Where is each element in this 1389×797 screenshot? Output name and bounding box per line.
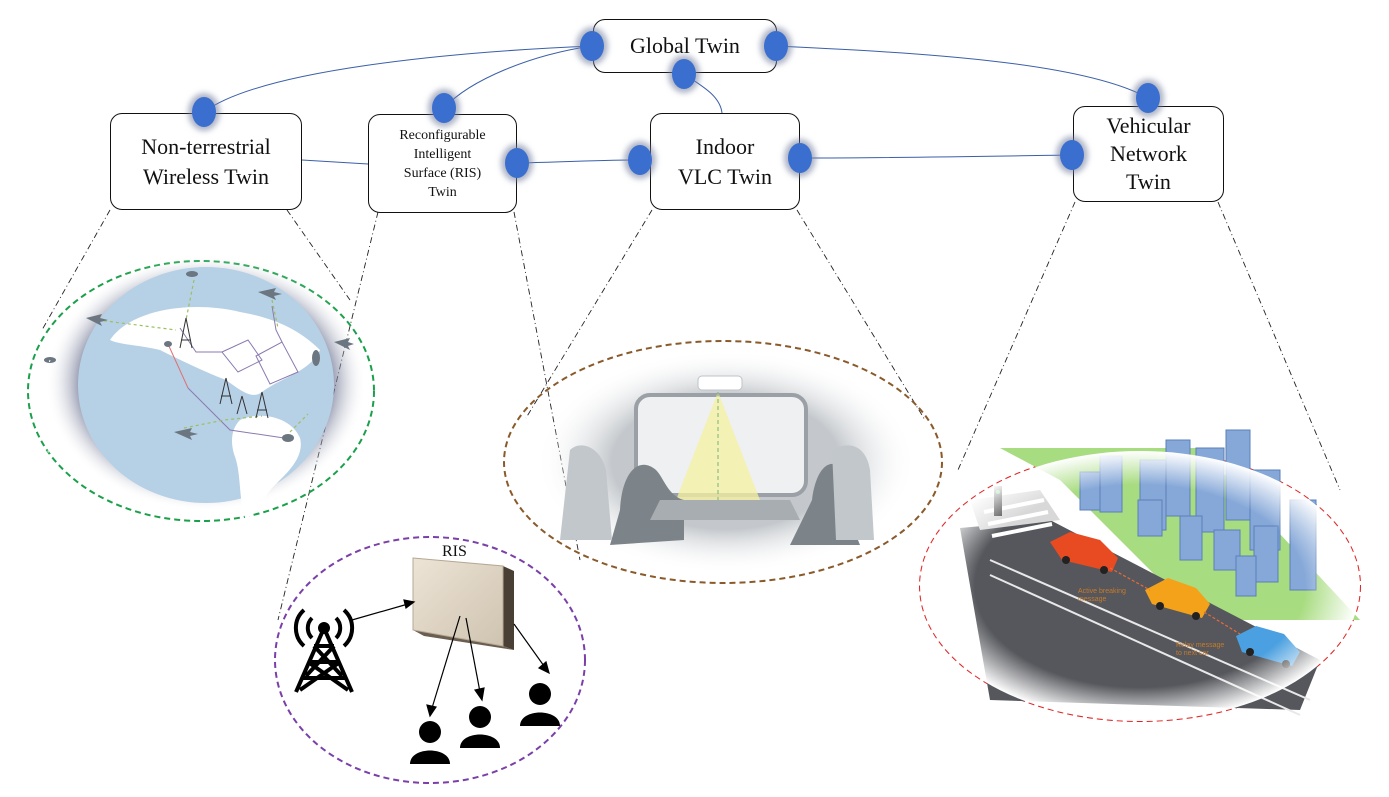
node-ris-top bbox=[432, 93, 456, 123]
user-icons bbox=[410, 683, 560, 764]
ris-twin-box: Reconfigurable Intelligent Surface (RIS)… bbox=[368, 114, 517, 213]
vehicular-scene bbox=[919, 429, 1361, 722]
link-vlc-vehicular bbox=[799, 154, 1073, 159]
user-icon bbox=[410, 721, 450, 764]
node-vehicular-left bbox=[1060, 140, 1084, 170]
link-global-vehicular bbox=[775, 45, 1149, 99]
node-ntn-top bbox=[192, 97, 216, 127]
node-vehicular-top bbox=[1136, 83, 1160, 113]
node-vlc-left bbox=[628, 145, 652, 175]
ntn-scene bbox=[27, 255, 375, 522]
vlc-scene bbox=[503, 340, 943, 584]
cell-tower-icon bbox=[293, 608, 355, 693]
node-global-bottom bbox=[672, 59, 696, 89]
ris-arrows bbox=[351, 599, 550, 718]
ris-circle bbox=[274, 536, 586, 784]
train-table bbox=[650, 500, 800, 520]
ris-panel bbox=[412, 557, 504, 647]
active-braking-message: Active breaking message bbox=[1078, 588, 1126, 603]
vlc-lamp bbox=[697, 375, 743, 391]
vlc-twin-box: Indoor VLC Twin bbox=[650, 113, 800, 210]
node-global-left bbox=[580, 31, 604, 61]
vehicular-twin-box: Vehicular Network Twin bbox=[1073, 106, 1224, 202]
ntn-twin-box: Non-terrestrial Wireless Twin bbox=[110, 113, 302, 210]
link-global-ntn bbox=[203, 45, 593, 113]
earth-globe bbox=[78, 267, 334, 503]
train-seat-right bbox=[832, 445, 874, 540]
ris-panel-bottom bbox=[413, 630, 514, 650]
ntn-mesh bbox=[167, 305, 299, 439]
node-ris-right bbox=[505, 148, 529, 178]
user-icon bbox=[520, 683, 560, 726]
south-america bbox=[232, 415, 301, 520]
north-america bbox=[110, 307, 320, 395]
node-vlc-right bbox=[788, 143, 812, 173]
ris-scene bbox=[274, 536, 586, 784]
link-ris-vlc bbox=[516, 159, 641, 164]
vlc-circle bbox=[503, 340, 943, 584]
node-global-right bbox=[764, 31, 788, 61]
vlc-light-cone bbox=[676, 392, 760, 500]
link-ntn-ris bbox=[301, 159, 369, 165]
ntn-towers bbox=[179, 317, 269, 419]
user-icon bbox=[460, 706, 500, 748]
relay-message: Relay message to next car bbox=[1176, 642, 1225, 657]
link-global-ris bbox=[443, 45, 593, 109]
orbit-path bbox=[41, 359, 71, 491]
twin-links bbox=[203, 45, 1149, 165]
ntn-dashed bbox=[97, 279, 309, 433]
ntn-circle bbox=[27, 260, 375, 522]
ris-panel-side bbox=[503, 566, 514, 650]
ris-label: RIS bbox=[442, 543, 467, 560]
passenger-left bbox=[610, 464, 684, 545]
train-seat-left bbox=[560, 445, 612, 540]
